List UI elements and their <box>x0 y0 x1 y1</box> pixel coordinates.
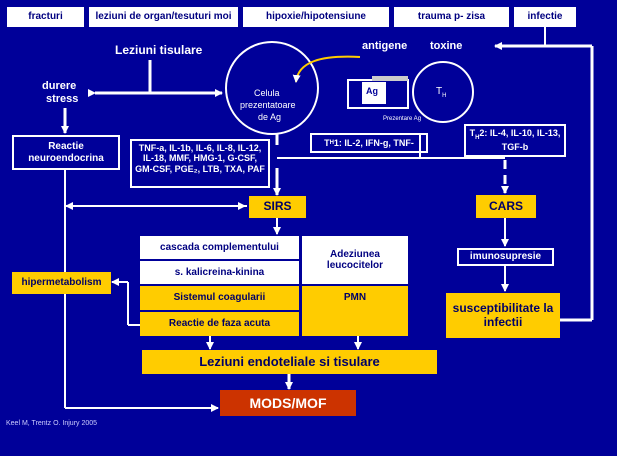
label-th-letter: T <box>436 86 443 97</box>
th2-sub: H <box>475 135 480 142</box>
cause-infectie: infectie <box>514 7 576 27</box>
cause-fracturi: fracturi <box>7 7 84 27</box>
reactie-line1: Reactie <box>48 141 84 152</box>
receptor-bar <box>372 76 408 81</box>
box-coagulare: Sistemul coagularii <box>140 286 299 310</box>
box-susceptibilitate: susceptibilitate la infectii <box>446 293 560 338</box>
ag-rect <box>362 82 386 104</box>
box-sirs: SIRS <box>249 196 306 218</box>
th1-text: 1: IL-2, IFN-g, TNF- <box>333 137 414 148</box>
cause-hipoxie: hipoxie/hipotensiune <box>243 7 389 27</box>
label-stress: stress <box>46 93 79 105</box>
label-durere: durere <box>42 80 77 92</box>
box-leziuni-endoteliale: Leziuni endoteliale si tisulare <box>142 350 437 374</box>
apc-circle <box>225 41 319 135</box>
box-th2: TH2: IL-4, IL-10, IL-13, TGF-b <box>464 124 566 157</box>
box-imunosupresie: imunosupresie <box>457 248 554 266</box>
reactie-line2: neuroendocrina <box>28 152 104 164</box>
cause-leziuni-organ: leziuni de organ/tesuturi moi <box>89 7 238 27</box>
label-th: TH <box>436 86 446 99</box>
box-pmn: PMN <box>302 286 408 336</box>
th-circle <box>412 61 474 123</box>
th1-sub: H <box>329 139 334 146</box>
th2-text: 2: IL-4, IL-10, IL-13, TGF-b <box>479 128 561 153</box>
box-cars: CARS <box>476 195 536 218</box>
label-prezentare-ag: Prezentare Ag <box>383 116 422 122</box>
label-celula: Celula <box>254 88 280 98</box>
label-ag: Ag <box>366 86 378 96</box>
antigen-arrow <box>292 55 361 83</box>
label-toxine: toxine <box>430 40 463 52</box>
label-de-ag: de Ag <box>258 112 282 122</box>
citation: Keel M, Trentz O. Injury 2005 <box>6 420 98 427</box>
box-adeziunea: Adeziunea leucocitelor <box>302 236 408 284</box>
cause-trauma: trauma p- zisa <box>394 7 509 27</box>
label-antigene: antigene <box>362 40 408 52</box>
box-hipermetabolism: hipermetabolism <box>12 272 111 294</box>
label-leziuni-tisulare: Leziuni tisulare <box>115 43 203 57</box>
box-kalicreina: s. kalicreina-kinina <box>140 261 299 284</box>
th1-prefix: T <box>324 137 330 148</box>
th2-content: TH2: IL-4, IL-10, IL-13, TGF-b <box>466 128 564 152</box>
th2-prefix: T <box>469 128 476 139</box>
box-reactie-neuroendocrina: Reactie neuroendocrina <box>12 135 120 170</box>
box-mods: MODS/MOF <box>220 390 356 416</box>
label-th-sub: H <box>442 93 447 99</box>
box-mediators: TNF-a, IL-1b, IL-6, IL-8, IL-12, IL-18, … <box>130 139 270 188</box>
box-faza-acuta: Reactie de faza acuta <box>140 312 299 336</box>
label-prezentatoare: prezentatoare <box>240 100 296 110</box>
box-cascada: cascada complementului <box>140 236 299 259</box>
